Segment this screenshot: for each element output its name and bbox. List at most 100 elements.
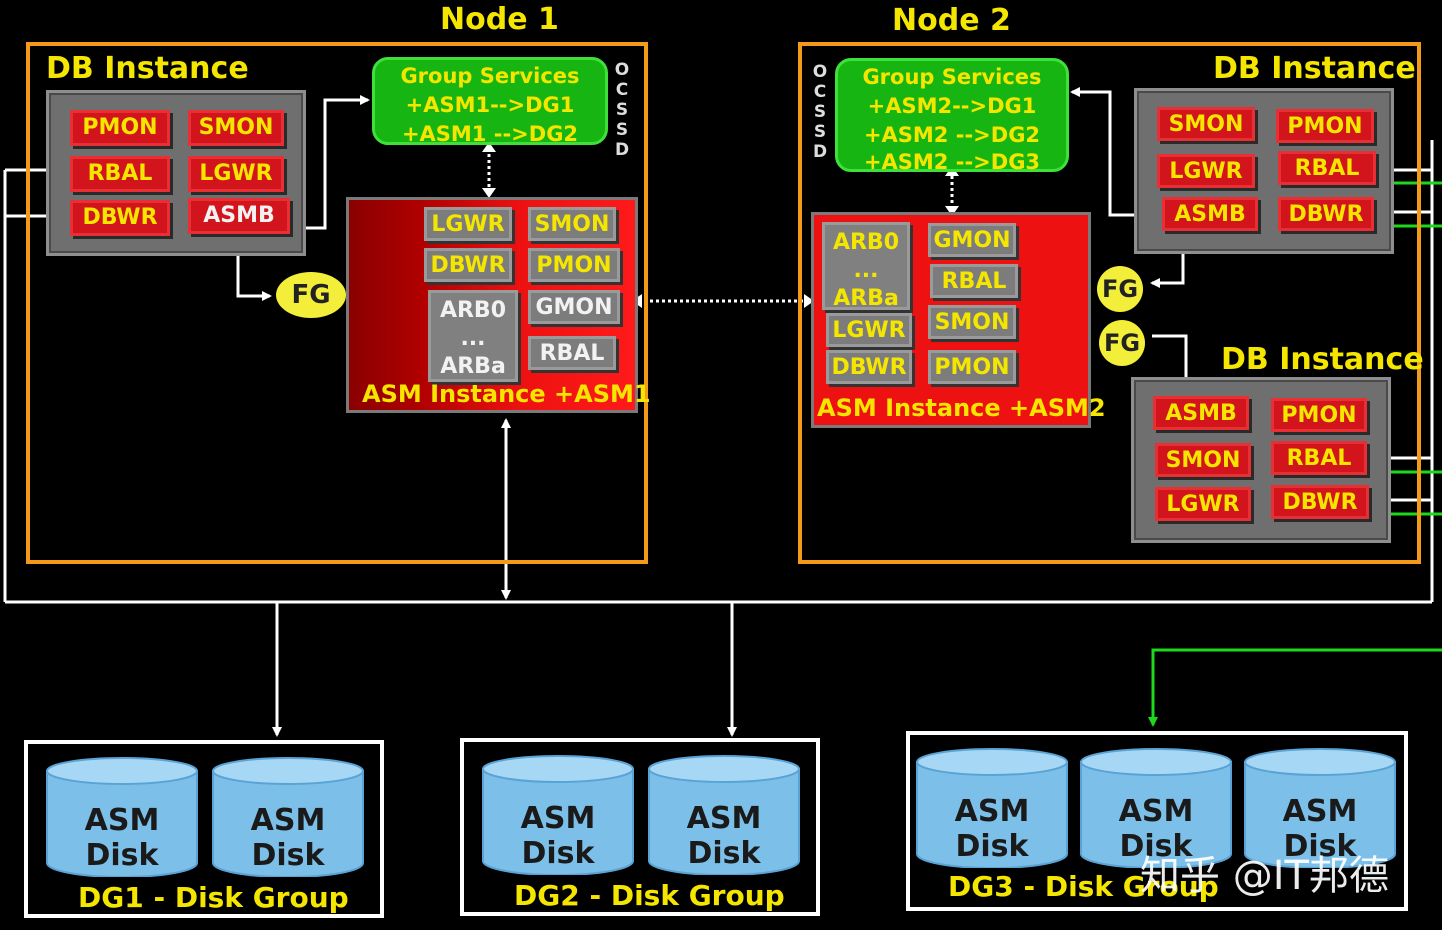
node2-fg-badge-top: FG (1097, 266, 1143, 312)
asm-disk-label: ASM Disk (520, 801, 596, 871)
db1-proc-lgwr: LGWR (188, 156, 284, 192)
db3-proc-dbwr: DBWR (1271, 485, 1369, 519)
asm-disk-cylinder: ASM Disk (482, 755, 634, 875)
db3-proc-rbal: RBAL (1271, 441, 1367, 475)
node1-group-services: Group Services +ASM1-->DG1 +ASM1 -->DG2 (372, 57, 608, 146)
disk-shape (1080, 748, 1232, 868)
asm2-proc-smon: SMON (928, 305, 1016, 339)
ocssd-letter: D (614, 140, 630, 160)
dg3-label: DG3 - Disk Group (948, 870, 1219, 903)
db1-proc-dbwr: DBWR (70, 200, 170, 236)
disk-shape (916, 748, 1068, 868)
db1-proc-smon: SMON (188, 110, 284, 146)
asm-disk-label: ASM Disk (250, 803, 326, 873)
asm1-proc-rbal: RBAL (528, 336, 616, 370)
asm-disk-cylinder: ASM Disk (1080, 748, 1232, 868)
db3-proc-smon: SMON (1155, 443, 1251, 477)
gs2-line: +ASM2 -->DG3 (863, 150, 1041, 174)
gs2-line: +ASM2 -->DG2 (863, 123, 1041, 147)
node1-title: Node 1 (440, 2, 559, 37)
gs1-line: +ASM1 -->DG2 (401, 122, 579, 146)
asm-disk-label: ASM Disk (954, 794, 1030, 864)
dg2-box (460, 738, 820, 916)
asm1-proc-pmon: PMON (528, 248, 620, 282)
arb-first: ARB0 (439, 298, 507, 323)
gs2-line: +ASM2-->DG1 (867, 94, 1037, 118)
ocssd-letter: S (813, 122, 827, 142)
asm-disk-label: ASM Disk (1118, 794, 1194, 864)
node1-box (26, 42, 648, 564)
asm-disk-cylinder: ASM Disk (916, 748, 1068, 868)
ocssd-letter: S (813, 102, 827, 122)
ocssd-letter: C (615, 80, 629, 100)
asm-disk-cylinder: ASM Disk (212, 757, 364, 877)
node2-box (798, 42, 1421, 564)
arb-last: ARBa (833, 286, 899, 311)
db3-proc-asmb: ASMB (1153, 396, 1249, 430)
asm1-proc-gmon: GMON (528, 290, 620, 324)
asm-disk-cylinder: ASM Disk (46, 757, 198, 877)
gs1-line: +ASM1-->DG1 (405, 93, 575, 117)
gs1-title: Group Services (400, 64, 580, 88)
arb-last: ARBa (440, 354, 506, 379)
disk-shape (482, 755, 634, 875)
disk-shape (46, 757, 198, 877)
asm1-proc-dbwr: DBWR (424, 248, 512, 282)
node2-db-instance-title: DB Instance (1213, 51, 1416, 86)
db1-proc-pmon: PMON (70, 110, 170, 146)
arb-ellipsis: ... (460, 326, 486, 351)
db1-proc-rbal: RBAL (70, 156, 170, 192)
asm1-proc-smon: SMON (528, 207, 616, 241)
asm2-proc-lgwr: LGWR (826, 313, 912, 347)
db2-to-group-services-arrow (1070, 87, 1137, 217)
asm2-proc-dbwr: DBWR (826, 350, 912, 384)
db2-proc-smon: SMON (1157, 107, 1255, 141)
ocssd-letter: C (813, 82, 827, 102)
green-link-to-dg3 (1148, 648, 1442, 727)
arb-ellipsis: ... (853, 258, 879, 283)
dg1-label: DG1 - Disk Group (78, 881, 349, 914)
asmb-to-group-services-arrow (295, 95, 370, 230)
asm1-instance-label: ASM Instance +ASM1 (362, 380, 651, 408)
node1-fg-badge: FG (276, 272, 346, 318)
arb-first: ARB0 (832, 230, 900, 255)
asm1-arb-group: ARB0 ... ARBa (428, 290, 518, 382)
db2-proc-pmon: PMON (1276, 109, 1374, 143)
node2-group-services: Group Services +ASM2-->DG1 +ASM2 -->DG2 … (835, 58, 1069, 174)
dg3-box (906, 731, 1408, 911)
asm-disk-label: ASM Disk (1282, 794, 1358, 864)
fg-to-db2-bottom-arrow (1152, 334, 1191, 390)
asm-disk-label: ASM Disk (84, 803, 160, 873)
db2-proc-asmb: ASMB (1162, 197, 1258, 231)
node1-db-instance-title: DB Instance (46, 51, 249, 86)
ocssd-letter: O (812, 62, 828, 82)
db3-proc-pmon: PMON (1271, 398, 1367, 432)
disk-shape (648, 755, 800, 875)
watermark: 知乎 @IT邦德 (1140, 853, 1389, 899)
asm2-proc-pmon: PMON (928, 350, 1016, 384)
disk-shape (1244, 748, 1396, 868)
dg1-box (24, 740, 384, 918)
asm2-arb-group: ARB0 ... ARBa (822, 222, 910, 311)
disk-shape (212, 757, 364, 877)
ocssd-letter: S (615, 120, 629, 140)
node2-db-instance-title-2: DB Instance (1221, 342, 1424, 377)
ocssd-letter: S (615, 100, 629, 120)
node2-fg-badge-bottom: FG (1099, 320, 1145, 366)
db3-proc-lgwr: LGWR (1155, 487, 1251, 521)
asm-disk-cylinder: ASM Disk (648, 755, 800, 875)
dg2-label: DG2 - Disk Group (514, 879, 785, 912)
ocssd-letter: D (812, 142, 828, 162)
db1-proc-asmb: ASMB (188, 198, 290, 234)
asm2-proc-rbal: RBAL (930, 264, 1018, 298)
gs2-title: Group Services (862, 65, 1042, 89)
db2-proc-dbwr: DBWR (1278, 197, 1374, 231)
asm-disk-label: ASM Disk (686, 801, 762, 871)
asm1-proc-lgwr: LGWR (424, 207, 512, 241)
asm-disk-cylinder: ASM Disk (1244, 748, 1396, 868)
